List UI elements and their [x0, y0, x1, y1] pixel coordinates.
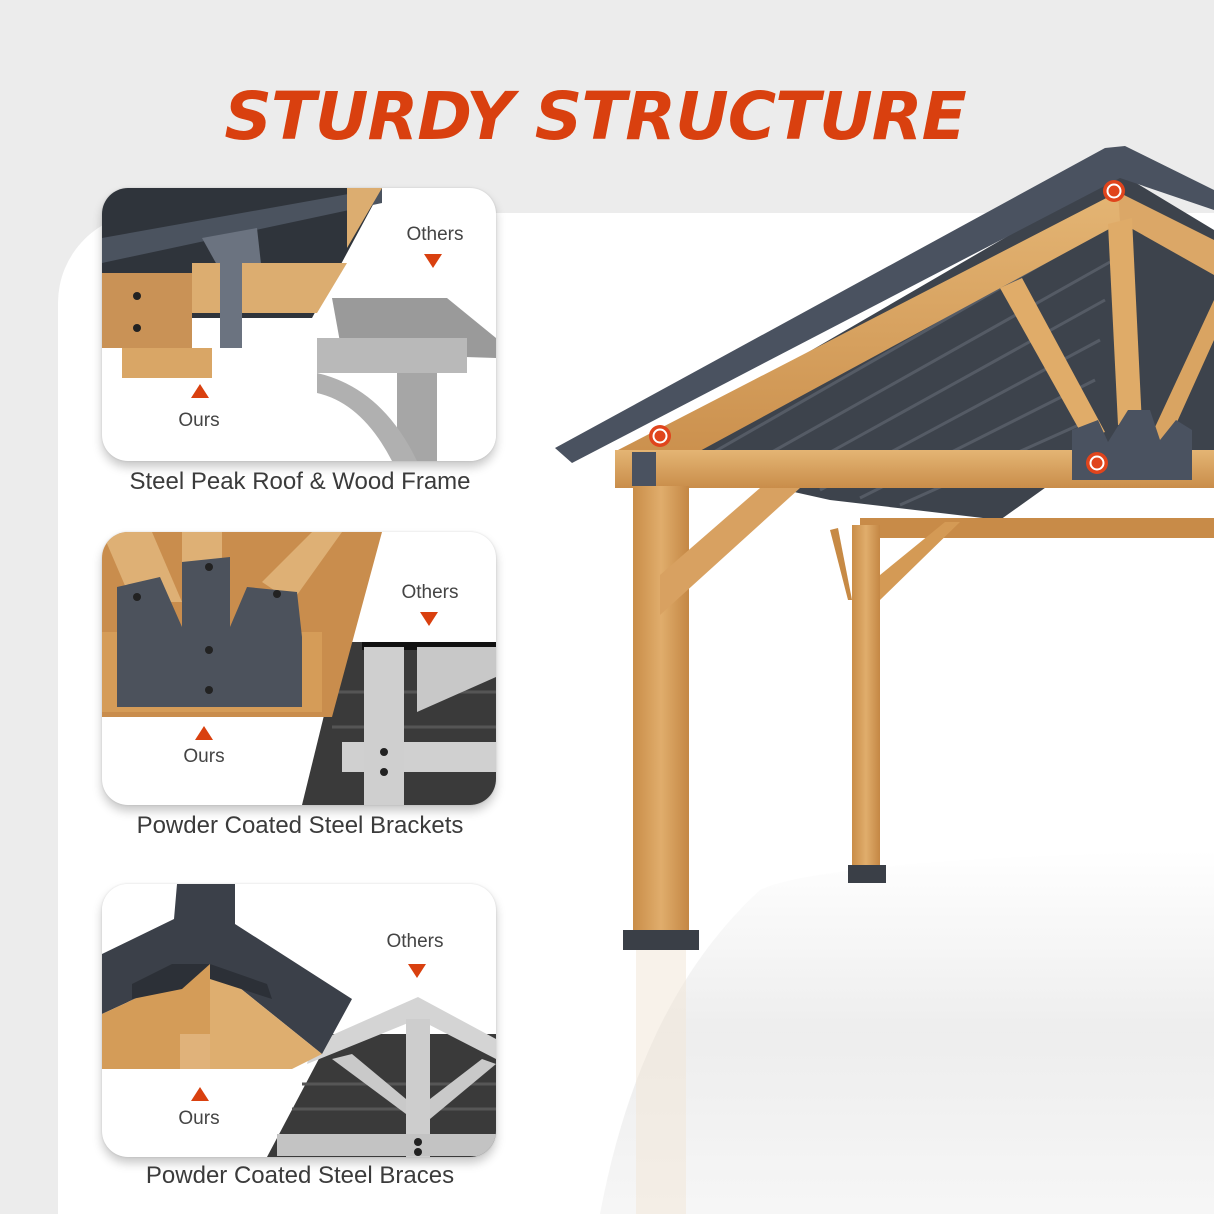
feature-caption: Steel Peak Roof & Wood Frame	[129, 468, 471, 495]
ours-arrow-icon	[191, 1087, 209, 1101]
ours-label: Ours	[183, 746, 225, 767]
comparison-image-roof	[102, 188, 496, 461]
ours-label: Ours	[178, 410, 220, 431]
ours-arrow-icon	[195, 726, 213, 740]
feature-caption: Powder Coated Steel Brackets	[136, 812, 464, 839]
feature-caption: Powder Coated Steel Braces	[145, 1162, 455, 1189]
others-label: Others	[386, 931, 444, 952]
feature-card-steel-brackets: Others Ours	[102, 532, 496, 805]
others-arrow-icon	[420, 612, 438, 626]
others-arrow-icon	[424, 254, 442, 268]
comparison-image-brackets	[102, 532, 496, 805]
others-label: Others	[401, 582, 459, 603]
roof-peak-marker-icon	[1103, 180, 1125, 202]
others-arrow-icon	[408, 964, 426, 978]
feature-card-steel-peak-roof: Others Ours	[102, 188, 496, 461]
others-label: Others	[406, 224, 464, 245]
ours-arrow-icon	[191, 384, 209, 398]
eave-corner-marker-icon	[649, 425, 671, 447]
truss-bracket-marker-icon	[1086, 452, 1108, 474]
page-title: STURDY STRUCTURE	[224, 78, 966, 155]
ours-label: Ours	[178, 1108, 220, 1129]
feature-card-steel-braces: Others Ours	[102, 884, 496, 1157]
comparison-image-braces	[102, 884, 496, 1157]
